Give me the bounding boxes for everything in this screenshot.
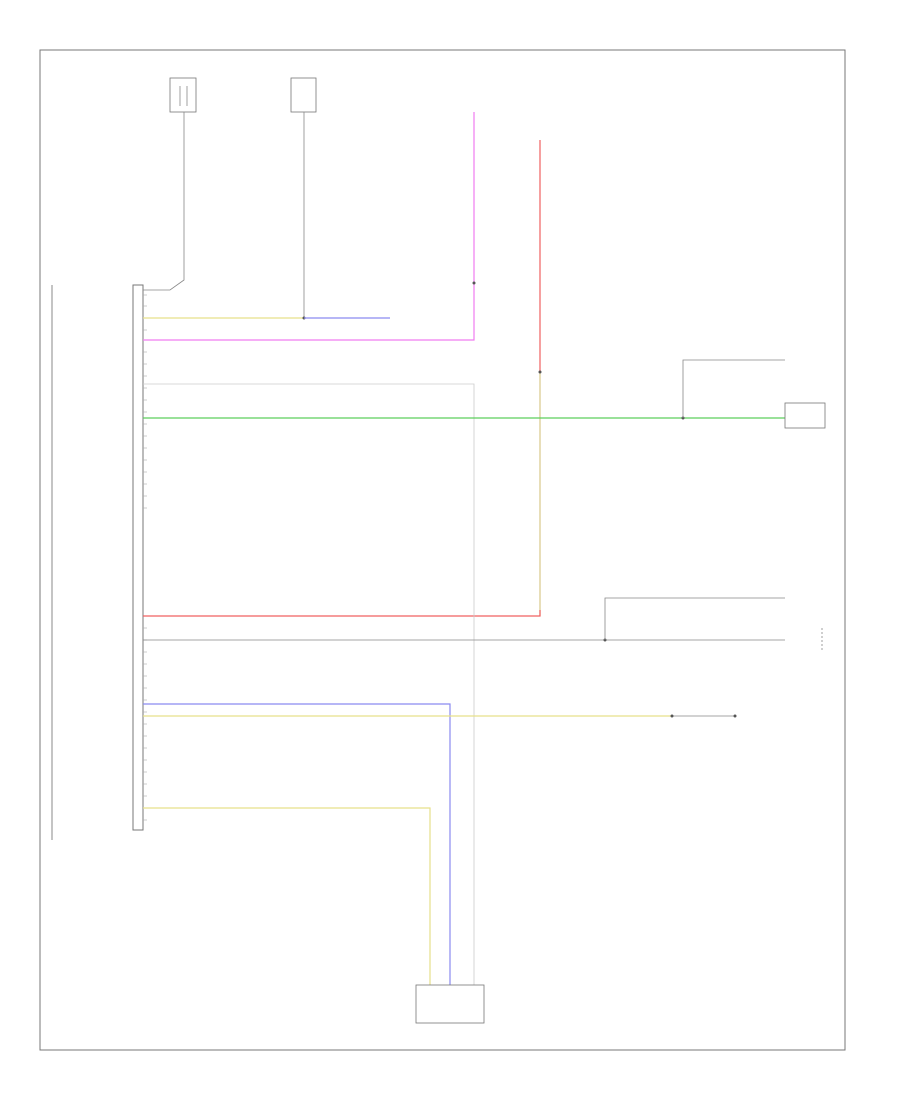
module-connector: [132, 284, 144, 831]
wire-yellow-lower: [143, 807, 431, 985]
diagram-border: [39, 49, 846, 1051]
top-component-2: [290, 77, 317, 113]
right-component-1: [784, 402, 826, 429]
wire-gray-dotted: [143, 383, 475, 985]
wire-gray-1: [143, 112, 185, 291]
wire-pink: [143, 112, 475, 341]
top-component-1: [169, 77, 197, 113]
wire-red-lower: [143, 610, 541, 617]
pin-ticks: [143, 294, 147, 821]
bottom-connector: [415, 984, 485, 1024]
wire-blue: [143, 703, 451, 985]
